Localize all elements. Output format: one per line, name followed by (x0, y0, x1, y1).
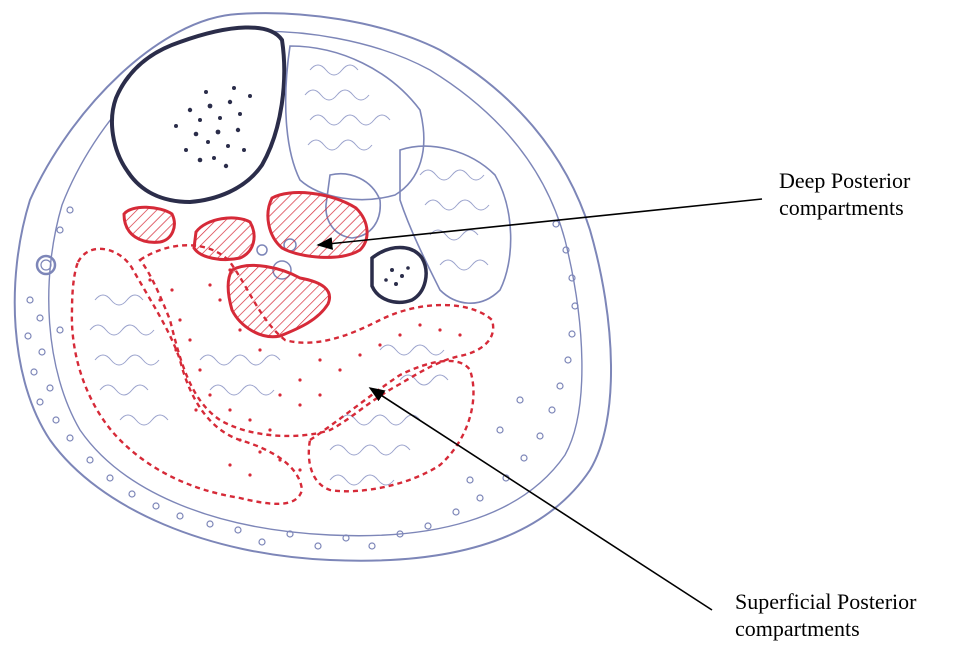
deep-muscle-tibialis-posterior (268, 193, 367, 258)
gastrocnemius-lateral (309, 361, 474, 491)
deep-arrow (318, 199, 762, 245)
deep-posterior-label: Deep Posterior compartments (779, 167, 910, 221)
superficial-posterior-label: Superficial Posterior compartments (735, 588, 916, 642)
deep-posterior-label-line1: Deep Posterior (779, 167, 910, 194)
deep-muscle-fhl (228, 265, 329, 336)
tibia-bone (112, 27, 284, 202)
deep-muscle-small (124, 207, 174, 242)
deep-posterior-label-line2: compartments (779, 194, 910, 221)
superficial-posterior-label-line2: compartments (735, 615, 916, 642)
soleus (140, 245, 493, 436)
superficial-posterior-label-line1: Superficial Posterior (735, 588, 916, 615)
superficial-arrow (370, 388, 712, 610)
fibula-bone (372, 248, 426, 303)
deep-muscle-fdl (194, 218, 254, 260)
subcutaneous-fat (25, 207, 578, 549)
